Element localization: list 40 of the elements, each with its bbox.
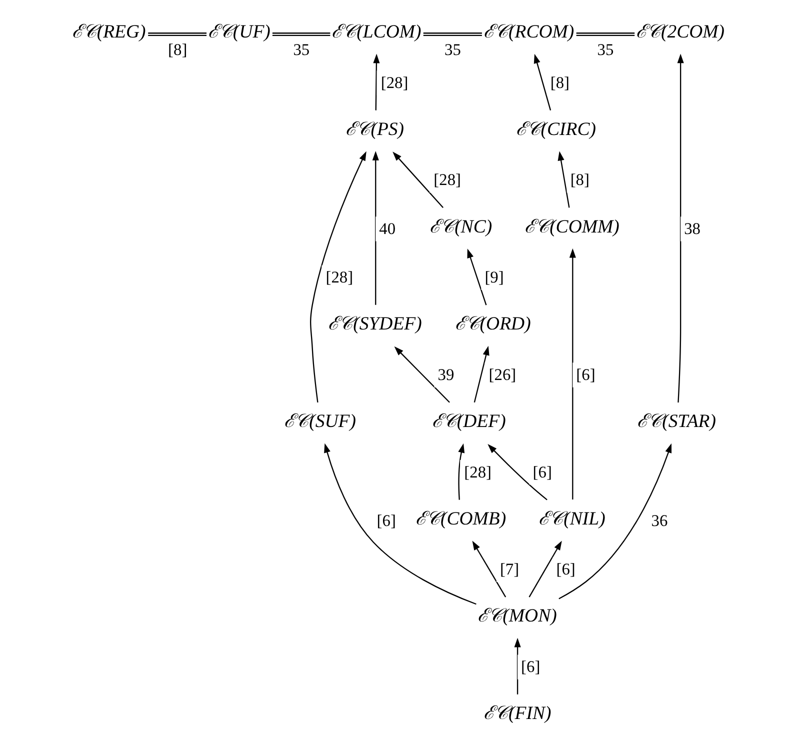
node-text: ℰ𝒞(STAR) xyxy=(636,410,716,432)
node-text: ℰ𝒞(ORD) xyxy=(454,314,530,335)
edge-label: [8] xyxy=(570,170,589,190)
node-text: ℰ𝒞(MON) xyxy=(477,606,556,627)
edge-label: [28] xyxy=(380,72,408,92)
node-text: ℰ𝒞(CIRC) xyxy=(515,118,596,140)
edge-label: [28] xyxy=(433,170,461,190)
edge-label: [28] xyxy=(325,268,353,287)
edge-label: 36 xyxy=(650,510,668,530)
node-text: ℰ𝒞(LCOM) xyxy=(331,22,421,43)
node-text: ℰ𝒞(NIL) xyxy=(538,508,605,530)
edge-label: 35 xyxy=(292,40,310,60)
node-text: ℰ𝒞(NC) xyxy=(429,216,492,238)
node-text: ℰ𝒞(COMM) xyxy=(524,216,619,238)
edge-label: [26] xyxy=(488,364,516,384)
node-text: ℰ𝒞(PS) xyxy=(345,118,404,140)
node-text: ℰ𝒞(2COM) xyxy=(636,22,724,43)
edge-label: 39 xyxy=(437,364,454,384)
edge-label: 38 xyxy=(684,218,700,238)
edge-label: 35 xyxy=(596,40,614,60)
edge-label: 35 xyxy=(444,40,460,60)
node-text: ℰ𝒞(RCOM) xyxy=(483,22,574,43)
node-text: ℰ𝒞(UF) xyxy=(207,22,270,43)
edge-label: [6] xyxy=(556,560,575,579)
node-text: ℰ𝒞(COMB) xyxy=(415,508,506,530)
edge-label: [6] xyxy=(376,510,396,530)
edge-label: [6] xyxy=(532,462,552,482)
node-text: ℰ𝒞(DEF) xyxy=(431,410,506,432)
edge-label: [7] xyxy=(499,560,519,579)
node-text: ℰ𝒞(SYDEF) xyxy=(328,314,422,335)
edge-label: [9] xyxy=(484,268,504,287)
node-text: ℰ𝒞(SUF) xyxy=(284,410,356,432)
edge-label: [6] xyxy=(520,656,540,676)
node-text: ℰ𝒞(FIN) xyxy=(483,702,551,724)
edge-label: [6] xyxy=(576,364,595,384)
edge-label: [8] xyxy=(168,40,187,60)
node-text: ℰ𝒞(REG) xyxy=(71,22,146,43)
edge-label: 40 xyxy=(378,218,396,238)
edge-label: [28] xyxy=(464,462,492,482)
edge-label: [8] xyxy=(550,72,570,92)
